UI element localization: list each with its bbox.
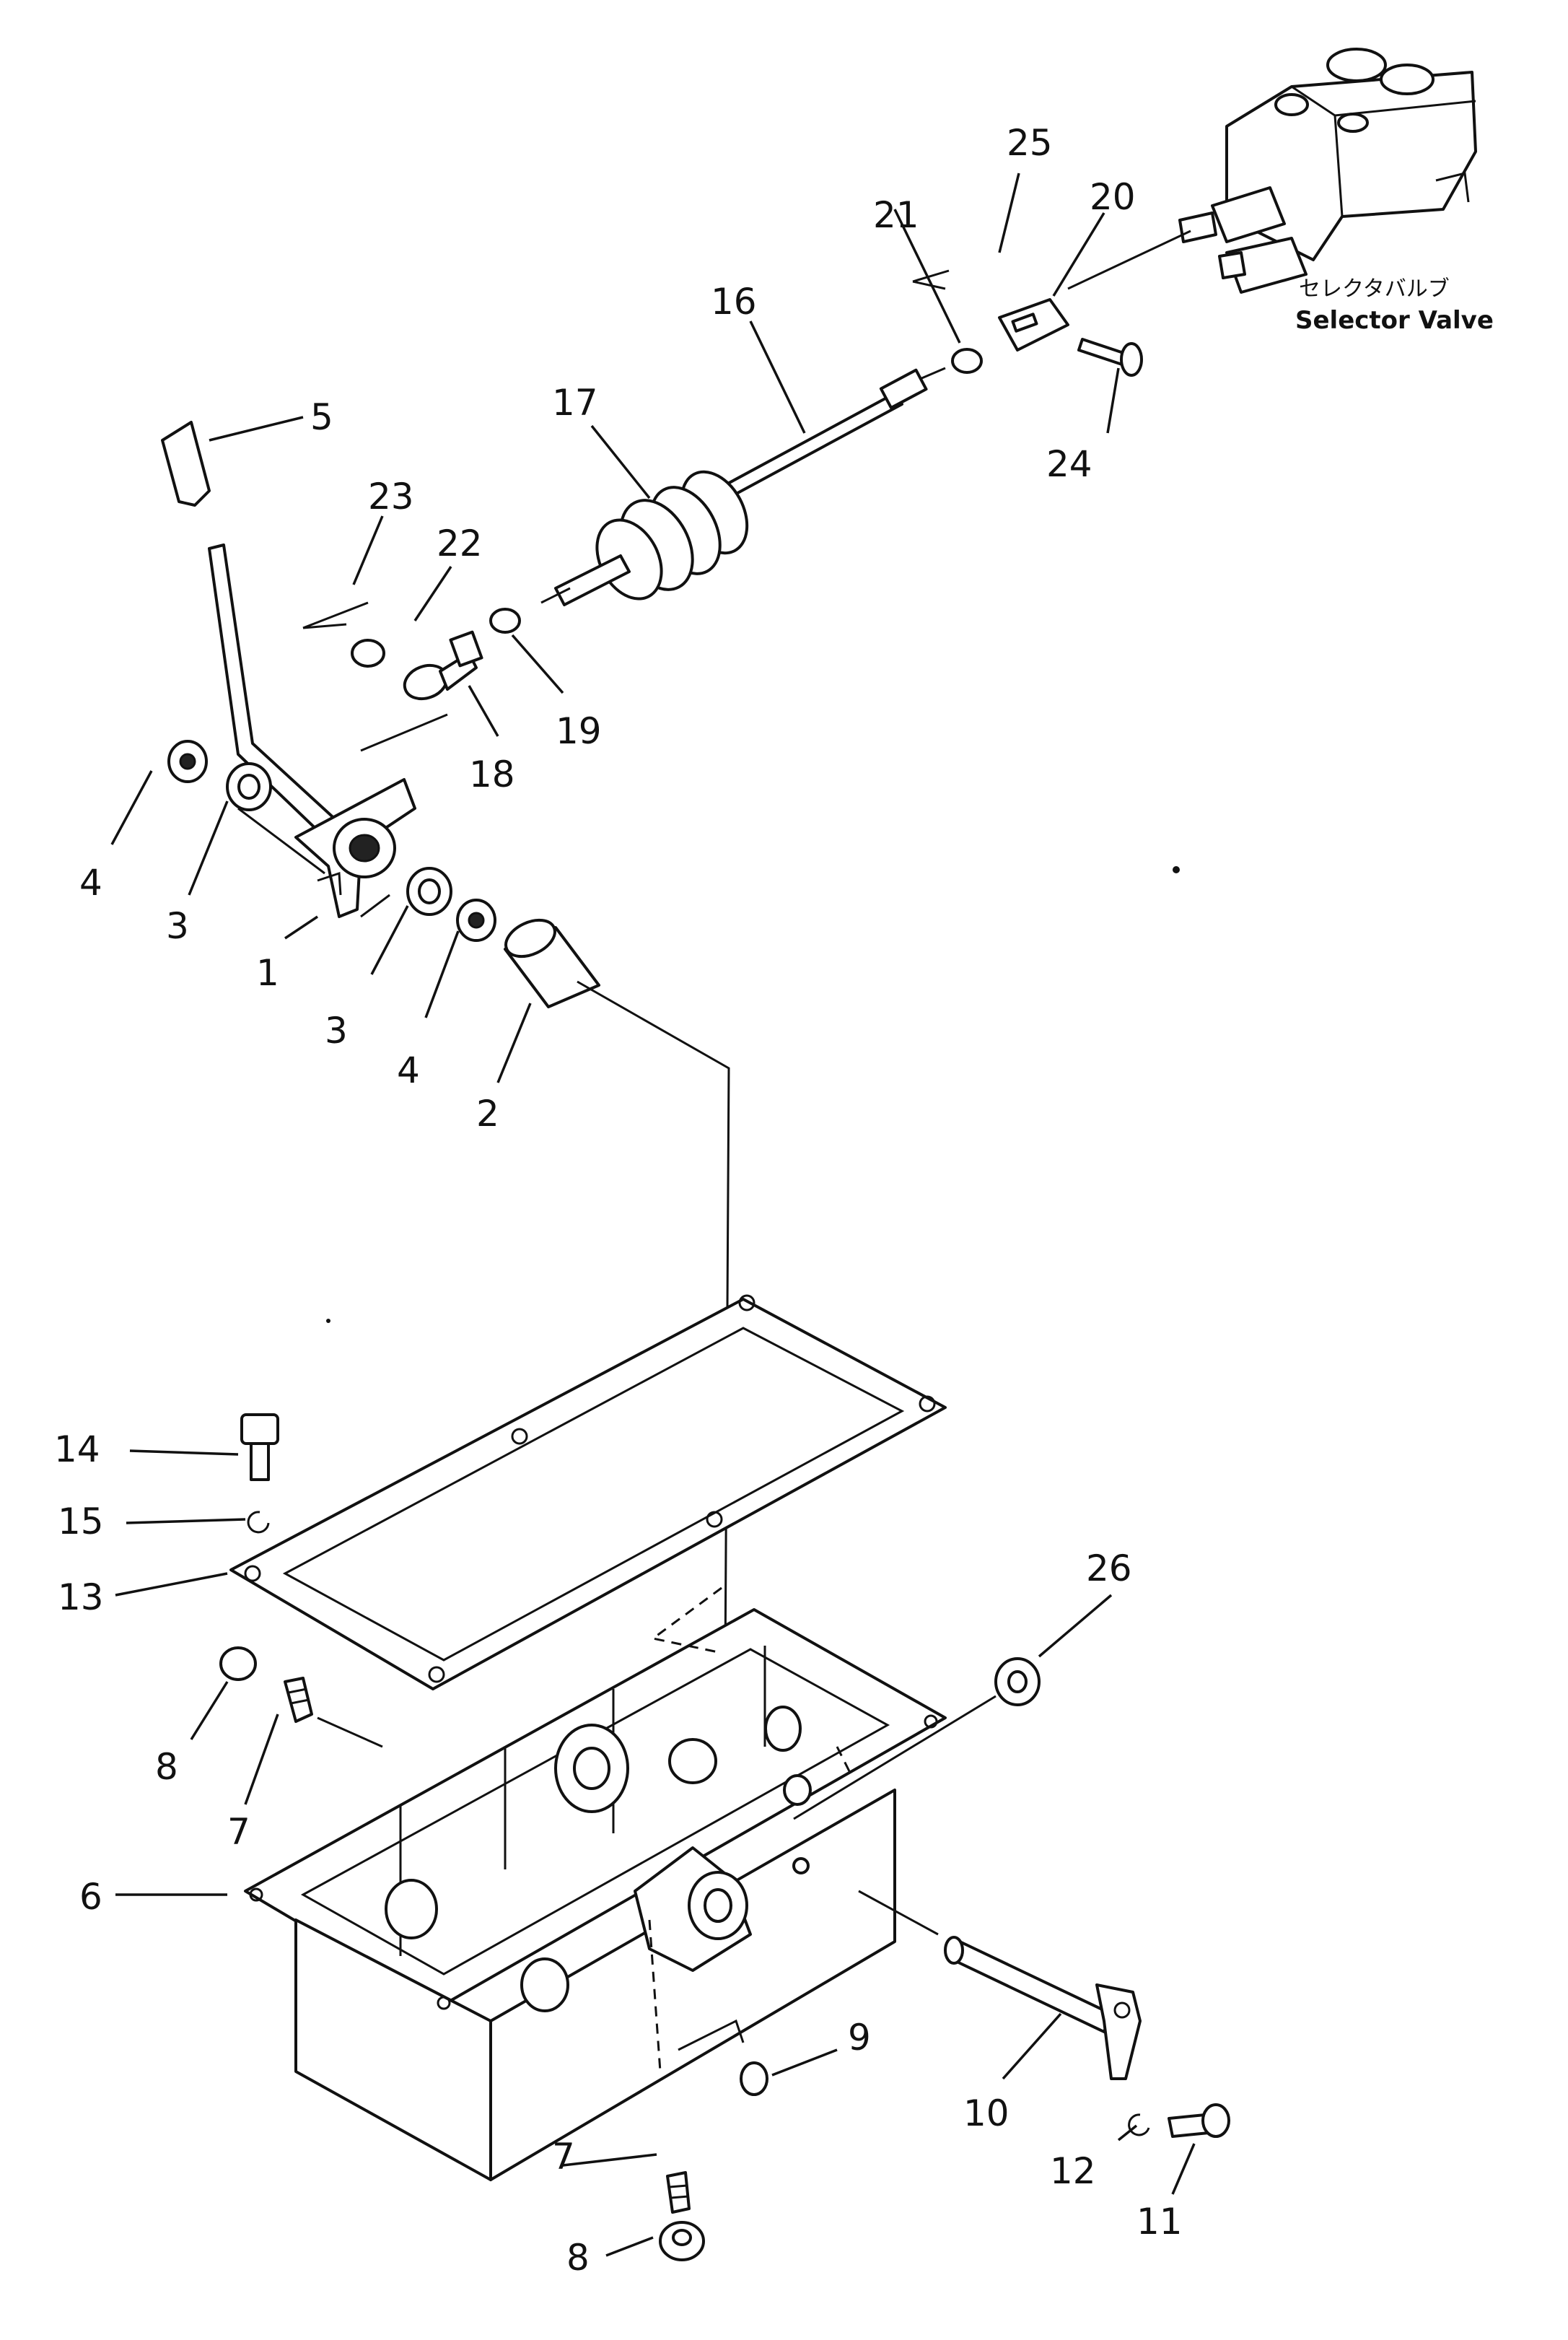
callout-10: 10 <box>963 2092 1009 2134</box>
speck <box>1173 866 1180 873</box>
part-6-case <box>244 1608 947 2181</box>
part-26-seal <box>994 1657 1041 1706</box>
part-5-knob <box>161 421 211 507</box>
part-21-nut <box>951 348 983 374</box>
selector-valve <box>1178 48 1477 294</box>
callout-4-left: 4 <box>79 862 102 904</box>
callout-9: 9 <box>848 2017 871 2059</box>
part-17-boot <box>540 470 749 606</box>
callout-24: 24 <box>1046 443 1092 485</box>
callout-2: 2 <box>476 1093 499 1135</box>
selector-valve-label-en: Selector Valve <box>1295 306 1494 335</box>
part-15-washer <box>247 1511 270 1534</box>
shaft-axis-line <box>793 1695 997 1936</box>
part-20-clevis <box>998 298 1069 352</box>
callout-18: 18 <box>469 754 515 795</box>
bracket-axis-line <box>237 807 390 918</box>
callout-16: 16 <box>711 281 757 323</box>
part-1-lever-bracket <box>294 778 416 918</box>
part-7-plug-top <box>284 1677 313 1723</box>
callout-6: 6 <box>79 1876 102 1918</box>
callout-1: 1 <box>256 952 279 994</box>
callout-19: 19 <box>556 710 602 752</box>
part-8-nut-top <box>219 1646 257 1681</box>
callout-14: 14 <box>54 1428 100 1470</box>
part-16-cable <box>713 367 946 503</box>
part-2-spacer <box>504 918 600 1008</box>
part-10-shaft <box>944 1936 1142 2080</box>
callout-21: 21 <box>873 194 919 236</box>
callout-7-top: 7 <box>227 1811 250 1853</box>
valve-connection-line <box>1067 230 1191 290</box>
hidden-line-side <box>648 1746 853 2072</box>
callout-26: 26 <box>1086 1547 1132 1589</box>
part-25-cotter-pin <box>912 269 950 290</box>
part-3-bushing-left <box>226 762 272 811</box>
linkage-line <box>360 713 448 752</box>
speck <box>326 1319 330 1323</box>
callout-13: 13 <box>58 1576 104 1618</box>
callout-8-bottom: 8 <box>566 2237 590 2279</box>
part-14-bolt <box>240 1413 279 1481</box>
plug-leader-line <box>317 1716 383 1748</box>
callout-3-left: 3 <box>166 905 189 947</box>
callout-17: 17 <box>552 382 598 424</box>
callout-4-right: 4 <box>397 1049 420 1091</box>
callout-5: 5 <box>310 396 333 438</box>
part-22-nut <box>351 639 385 668</box>
callout-15: 15 <box>58 1501 104 1542</box>
part-18-rod-end <box>403 630 483 701</box>
part-19-nut <box>489 608 521 634</box>
callout-7-bottom: 7 <box>552 2136 575 2178</box>
callout-22: 22 <box>437 523 483 564</box>
callout-12: 12 <box>1050 2150 1096 2192</box>
part-24-pin <box>1077 338 1143 377</box>
callout-3-right: 3 <box>325 1010 348 1052</box>
part-7-plug-bottom <box>666 2171 691 2214</box>
callout-8-top: 8 <box>155 1746 178 1788</box>
part-9-cap <box>740 2061 768 2096</box>
part-8-nut-bottom <box>659 2221 705 2261</box>
part-13-gasket <box>229 1294 947 1690</box>
leader-lines <box>110 173 1196 2257</box>
callouts: 5 23 22 18 19 17 16 21 25 20 24 4 3 1 3 … <box>54 122 1183 2279</box>
part-3-bushing-right <box>406 867 452 916</box>
part-23-cotter-pin <box>302 601 369 629</box>
case-detail-line <box>678 2019 745 2051</box>
callout-11: 11 <box>1136 2201 1183 2243</box>
part-12-washer <box>1128 2113 1150 2136</box>
selector-valve-label-jp: セレクタバルブ <box>1299 276 1450 302</box>
callout-25: 25 <box>1007 122 1053 164</box>
callout-20: 20 <box>1090 176 1136 218</box>
part-11-bolt <box>1168 2103 1230 2138</box>
callout-23: 23 <box>368 476 414 518</box>
